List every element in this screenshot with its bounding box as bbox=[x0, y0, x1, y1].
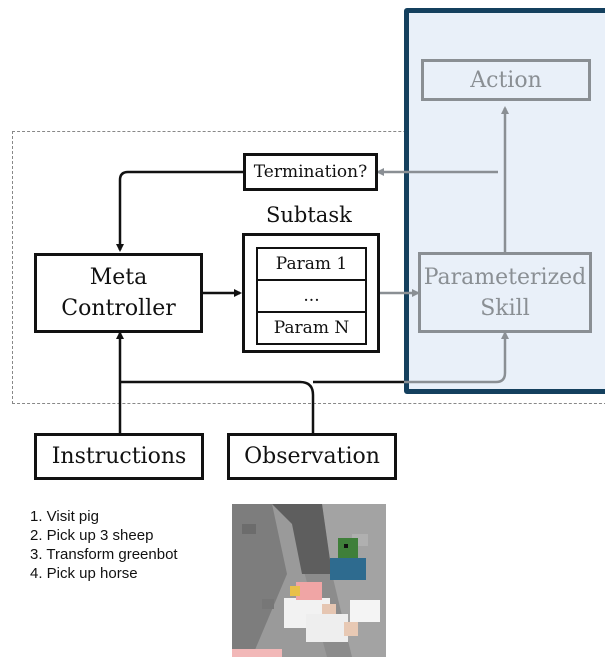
param-1-row: Param 1 bbox=[256, 247, 367, 281]
observation-node: Observation bbox=[227, 433, 397, 480]
param-n-label: Param N bbox=[273, 318, 350, 338]
sheep-sprite bbox=[350, 600, 380, 622]
instruction-item: 2. Pick up 3 sheep bbox=[30, 527, 154, 544]
param-ellipsis-row: ... bbox=[256, 279, 367, 313]
pig-sprite bbox=[296, 582, 322, 600]
arrow-observation-to-skill bbox=[404, 331, 509, 384]
param-1-label: Param 1 bbox=[275, 254, 348, 274]
subtask-node: Param 1 ... Param N bbox=[242, 233, 380, 353]
skill-line2: Skill bbox=[480, 295, 530, 321]
instructions-node: Instructions bbox=[34, 433, 204, 480]
agent-boundary-dashed bbox=[12, 131, 605, 404]
sheep-sprite bbox=[306, 614, 348, 642]
parameterized-skill-node: Parameterized Skill bbox=[418, 252, 592, 333]
meta-controller-line2: Controller bbox=[61, 296, 176, 321]
instruction-item: 4. Pick up horse bbox=[30, 565, 138, 582]
subtask-title: Subtask bbox=[266, 203, 352, 227]
minecraft-observation-image bbox=[232, 504, 386, 657]
observation-label: Observation bbox=[244, 444, 380, 469]
line-observation-branch bbox=[120, 380, 315, 433]
meta-controller-line1: Meta bbox=[89, 265, 148, 290]
action-label: Action bbox=[470, 67, 542, 93]
termination-node: Termination? bbox=[243, 153, 378, 191]
arrow-termination-to-meta bbox=[116, 170, 243, 252]
meta-controller-node: Meta Controller bbox=[34, 253, 203, 333]
skill-line1: Parameterized bbox=[423, 264, 587, 290]
param-n-row: Param N bbox=[256, 311, 367, 345]
termination-label: Termination? bbox=[253, 162, 368, 182]
instruction-item: 3. Transform greenbot bbox=[30, 546, 178, 563]
param-ellipsis-label: ... bbox=[303, 286, 320, 306]
instructions-label: Instructions bbox=[51, 444, 187, 469]
instruction-list: 1. Visit pig 2. Pick up 3 sheep 3. Trans… bbox=[30, 507, 178, 583]
instruction-item: 1. Visit pig bbox=[30, 508, 99, 525]
action-node: Action bbox=[421, 59, 591, 101]
